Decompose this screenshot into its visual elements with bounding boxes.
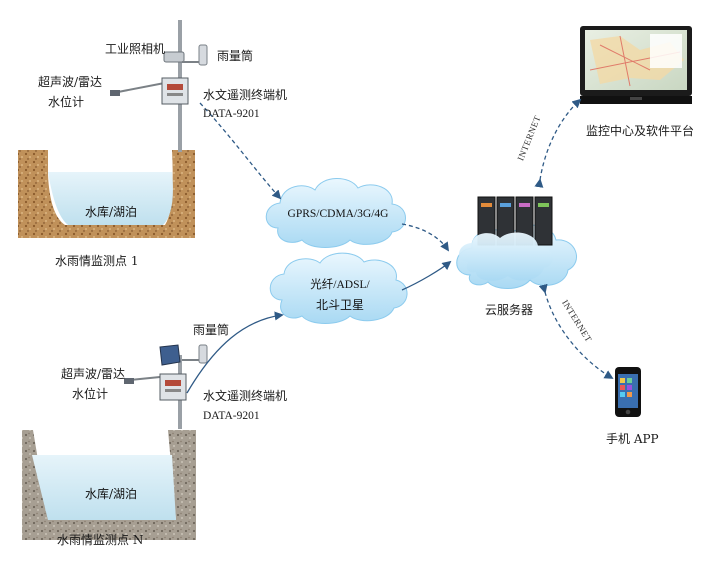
rain-gauge-icon — [198, 44, 208, 66]
monitor-icon — [580, 26, 692, 104]
arrow-server-monitor — [534, 98, 582, 188]
cellular-network-label: GPRS/CDMA/3G/4G — [287, 208, 389, 220]
camera-label: 工业照相机 — [105, 42, 166, 56]
cloud-fiber — [269, 252, 408, 324]
reservoir-1 — [18, 150, 195, 238]
station-label-1: 水雨情监测点 1 — [55, 254, 139, 268]
cloud-server-label: 云服务器 — [485, 303, 534, 317]
cloud-cellular — [265, 178, 406, 248]
terminal-label-n-line2: DATA-9201 — [203, 410, 260, 422]
rain-gauge-label: 雨量筒 — [217, 49, 254, 63]
rain-gauge-label-n: 雨量筒 — [193, 323, 230, 337]
mobile-app-label: 手机 APP — [606, 432, 659, 446]
radar-sensor-icon — [124, 378, 134, 384]
radar-label-n-line2: 水位计 — [72, 387, 109, 401]
pole-station-n — [124, 344, 208, 429]
pole-station-1 — [110, 20, 208, 152]
terminal-label-n-line1: 水文遥测终端机 — [203, 389, 288, 403]
radar-label-n-line1: 超声波/雷达 — [61, 367, 126, 381]
rain-gauge-icon — [198, 344, 208, 364]
fiber-network-label-line2: 北斗卫星 — [315, 298, 364, 312]
reservoir-n — [22, 430, 196, 540]
station-label-n: 水雨情监测点 N — [57, 533, 144, 547]
arrow-station1-to-cellular — [199, 102, 282, 200]
solar-panel-icon — [159, 344, 181, 366]
arrow-cellular-to-server — [401, 223, 450, 252]
reservoir-label-1: 水库/湖泊 — [84, 205, 138, 219]
water-body-n — [32, 455, 176, 520]
terminal-box-icon — [159, 373, 187, 401]
terminal-box-icon — [161, 77, 189, 105]
monitor-center-label: 监控中心及软件平台 — [586, 124, 695, 138]
terminal-label-line2: DATA-9201 — [203, 108, 260, 120]
phone-icon — [615, 367, 641, 417]
water-body-1 — [48, 172, 173, 225]
arrow-fiber-to-server — [401, 260, 452, 291]
camera-icon — [163, 51, 185, 63]
terminal-label-line1: 水文遥测终端机 — [203, 88, 288, 102]
radar-sensor-icon — [110, 90, 120, 96]
arrow-stationn-to-fiber — [186, 311, 284, 394]
reservoir-label-n: 水库/湖泊 — [84, 487, 138, 501]
arrow-server-phone — [538, 283, 614, 379]
cloud-server-icon — [456, 196, 578, 289]
radar-label-line2: 水位计 — [48, 95, 85, 109]
fiber-network-label-line1: 光纤/ADSL/ — [310, 279, 370, 291]
radar-label-line1: 超声波/雷达 — [38, 75, 103, 89]
